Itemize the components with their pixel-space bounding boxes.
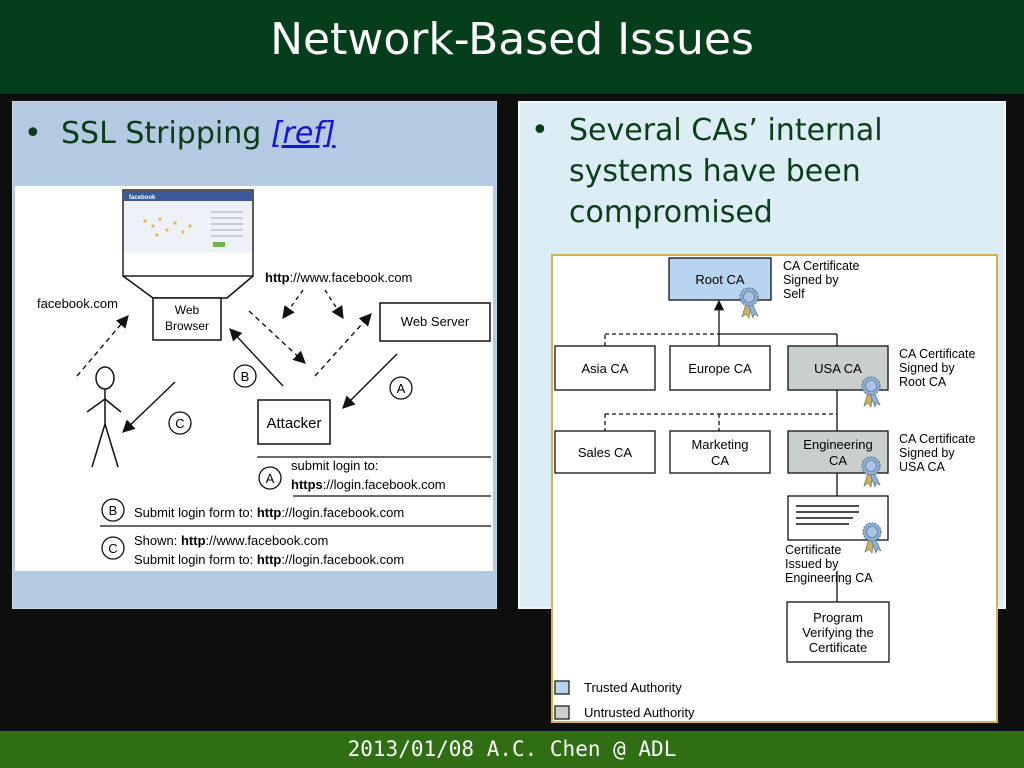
attacker-to-server-arrow (314, 313, 372, 377)
legend: A submit login to: https://login.faceboo… (100, 456, 491, 567)
web-server-box (379, 302, 491, 342)
url-arrow-left (282, 289, 304, 320)
ca-line-2: systems have been (569, 154, 861, 189)
signup-button-mock (213, 242, 225, 247)
usa-ca-label: USA CA (814, 361, 862, 376)
cert-note-2: Issued by (785, 557, 839, 571)
legend-a-marker: A (266, 471, 275, 486)
root-ca-label: Root CA (695, 272, 744, 287)
engineering-ca-label-2: CA (829, 453, 847, 468)
usa-note-3: Root CA (899, 375, 947, 389)
web-browser-label-2: Browser (165, 319, 209, 333)
title-bar: Network-Based Issues (0, 0, 1024, 94)
url-label: http://www.facebook.com (265, 270, 412, 285)
browser-to-attacker-arrow (248, 310, 306, 364)
program-label-1: Program (813, 610, 863, 625)
legend-untrusted: Untrusted Authority (584, 705, 695, 720)
slide-title: Network-Based Issues (270, 14, 754, 65)
root-note-1: CA Certificate (783, 259, 859, 273)
eng-note-3: USA CA (899, 460, 946, 474)
program-box (786, 601, 890, 663)
legend-c-line2: Submit login form to: http://login.faceb… (134, 552, 404, 567)
legend-trusted: Trusted Authority (584, 680, 682, 695)
legend-c-marker: C (108, 541, 117, 556)
marker-a-circle (389, 376, 413, 400)
program-label-2: Verifying the (802, 625, 874, 640)
browser-screenshot: facebook (122, 189, 254, 299)
trusted-legend-swatch (554, 680, 570, 695)
europe-ca-box (669, 345, 771, 391)
web-browser-box (152, 297, 222, 341)
sales-ca-box (554, 430, 656, 474)
footer-bar: 2013/01/08 A.C. Chen @ ADL (0, 731, 1024, 768)
marker-c-circle (168, 411, 192, 435)
engineering-ca-label-1: Engineering (803, 437, 872, 452)
program-label-3: Certificate (809, 640, 868, 655)
arrow-b (229, 328, 284, 387)
login-form-lines (211, 211, 243, 237)
attacker-box (257, 399, 331, 445)
certificate-seal-icon (862, 522, 882, 554)
ssl-diagram-svg: facebook Web Browser Web Server (37, 189, 491, 567)
bullet-dot: • (531, 113, 549, 148)
legend-a-line1: submit login to: (291, 458, 378, 473)
eng-note-1: CA Certificate (899, 432, 975, 446)
marker-c: C (175, 416, 184, 431)
ca-line-3: compromised (569, 195, 773, 230)
root-seal-icon (739, 287, 759, 319)
cert-note-1: Certificate (785, 543, 841, 557)
ssl-stripping-diagram: facebook Web Browser Web Server (15, 186, 493, 571)
url-arrow-right (324, 289, 344, 320)
attacker-label: Attacker (266, 415, 321, 432)
web-browser-label-1: Web (175, 303, 200, 317)
usa-note-2: Signed by (899, 361, 955, 375)
user-to-browser-arrow (76, 315, 129, 377)
asia-ca-box (554, 345, 656, 391)
europe-ca-label: Europe CA (688, 361, 752, 376)
ssl-stripping-bullet: • SSL Stripping [ref] (24, 113, 484, 157)
arrow-a (342, 353, 398, 409)
world-map-dots (143, 217, 192, 237)
eng-note-2: Signed by (899, 446, 955, 460)
slide-footer: 2013/01/08 A.C. Chen @ ADL (347, 737, 677, 761)
ca-diagram-svg: Root CA CA Certificate Signed by Self As… (554, 257, 975, 720)
usa-note-1: CA Certificate (899, 347, 975, 361)
browser-brand-text: facebook (129, 195, 156, 201)
ca-compromise-bullet: • Several CAs’ internal systems have bee… (531, 110, 1001, 240)
marker-b-circle (233, 364, 257, 388)
ref-link[interactable]: [ref] (270, 116, 336, 151)
legend-c-line1: Shown: http://www.facebook.com (134, 533, 328, 548)
web-server-label: Web Server (401, 314, 470, 329)
root-note-2: Signed by (783, 273, 839, 287)
sales-ca-label: Sales CA (578, 445, 633, 460)
legend-a-line2: https://login.facebook.com (291, 477, 446, 492)
cert-note-3: Engineering CA (785, 571, 873, 585)
certificate-lines (796, 505, 859, 525)
marketing-ca-box (669, 430, 771, 474)
ssl-stripping-text: SSL Stripping (61, 116, 271, 151)
legend-b-marker: B (109, 503, 118, 518)
marketing-ca-label-1: Marketing (691, 437, 748, 452)
marker-b: B (241, 369, 250, 384)
ca-hierarchy-diagram: Root CA CA Certificate Signed by Self As… (551, 254, 998, 723)
asia-ca-label: Asia CA (582, 361, 629, 376)
usa-seal-icon (861, 376, 881, 408)
engineering-seal-icon (861, 456, 881, 488)
facebook-domain-label: facebook.com (37, 296, 118, 311)
ca-line-1: Several CAs’ internal (569, 113, 883, 148)
root-note-3: Self (783, 287, 805, 301)
untrusted-legend-swatch (554, 705, 570, 720)
marketing-ca-label-2: CA (711, 453, 729, 468)
arrow-c (122, 381, 176, 433)
legend-b-text: Submit login form to: http://login.faceb… (134, 505, 404, 520)
bullet-dot: • (24, 116, 42, 151)
marker-a: A (397, 381, 406, 396)
user-figure (86, 366, 122, 468)
